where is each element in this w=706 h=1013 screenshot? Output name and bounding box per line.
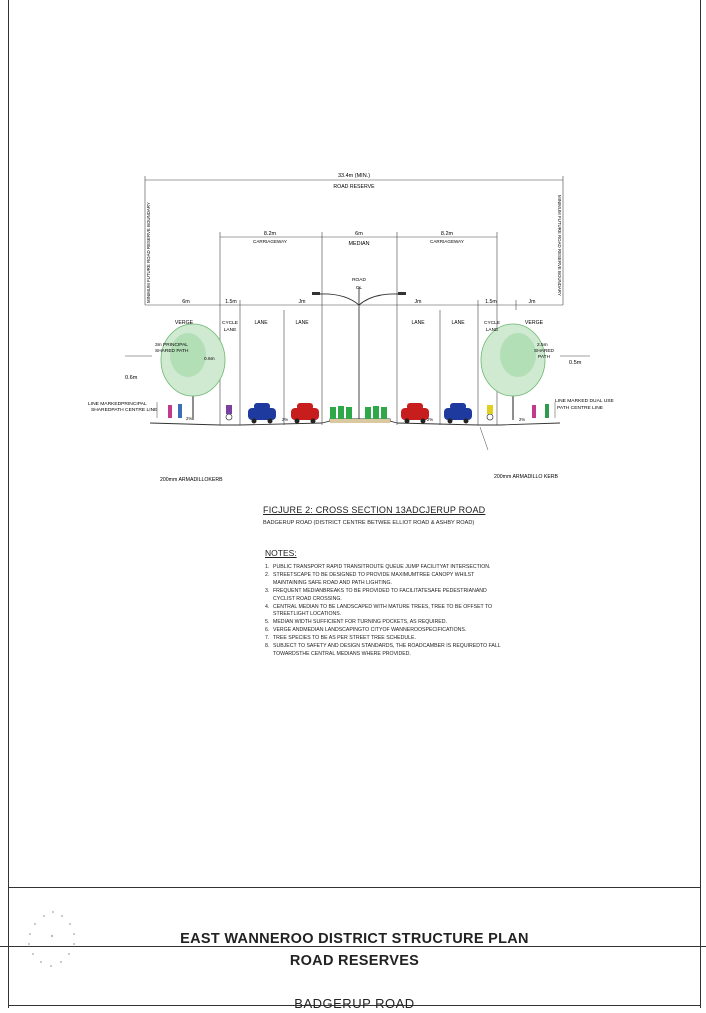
median-width: 6m [355, 231, 363, 237]
right-carriageway-width: 8.2m [441, 231, 454, 237]
title-block-divider [0, 946, 706, 947]
left-carriageway-width: 8.2m [264, 231, 277, 237]
council-logo [28, 911, 75, 967]
plan-subtitle: ROAD RESERVES [289, 953, 420, 969]
left-verge-label: VERGE [175, 320, 194, 326]
lane-label-2: LANE [295, 320, 309, 326]
left-lane-width: Jm [299, 299, 306, 305]
left-lamp-head [312, 292, 320, 295]
left-carriageway-surface [239, 422, 323, 426]
note-item: 7.TREE SPECIES TO BE AS PER STREET TREE … [265, 635, 416, 642]
median-shrubs [330, 406, 387, 419]
sheet-border-right [700, 0, 701, 1008]
lane-label-3: LANE [411, 320, 425, 326]
left-verge-surface [149, 422, 240, 426]
left-tree [160, 323, 226, 420]
title-block-border [8, 887, 701, 888]
left-boundary-label: MINIMUM FUTURE ROAD RESERVE BOUNDARY [146, 202, 151, 303]
median-label: MEDIAN [349, 241, 370, 247]
note-item: 3.FREQUENT MEDIANBREAKS TO BE PROVIDED T… [265, 587, 487, 602]
road-cross-section-diagram: 33.4m (MIN.) ROAD RESERVE 8.2m CARRIAGEW… [88, 173, 615, 483]
car-2 [291, 403, 319, 424]
left-line-note-1: LINE MARKEDPRINCIPAL [88, 401, 147, 407]
left-cycle-lane-label: LANE [224, 327, 237, 333]
right-lamp-head [398, 292, 406, 295]
road-reserve-label: ROAD RESERVE [333, 184, 375, 190]
left-fall-pct: 2% [186, 416, 192, 421]
sheet-border-left [8, 0, 9, 1008]
right-cycle-width: 1.5m [485, 299, 497, 305]
right-path-note-3: PATH [538, 354, 551, 360]
right-tree [480, 323, 546, 420]
right-cycle-lane-label: LANE [486, 327, 499, 333]
road-centreline-label: ROAD [352, 277, 366, 283]
right-boundary-label: MINIMUM FUTURE ROAD RESERVE BOUNDARY [557, 195, 562, 296]
right-verge-width: Jm [529, 299, 536, 305]
left-line-note-2: SHAREDPATH CENTRE LINE [91, 407, 158, 413]
median-landscape-bed [330, 419, 390, 423]
figure-subtitle: BADGERUP ROAD (DISTRICT CENTRE BETWEE EL… [263, 520, 475, 526]
right-line-note-1: LINE MARKED DUAL USE [555, 398, 615, 404]
right-verge-label: VERGE [525, 320, 544, 326]
right-cycle-label: CYCLE [484, 320, 500, 326]
figure-title: FICJURE 2: CROSS SECTION 13ADCJERUP ROAD [263, 505, 486, 515]
car-3 [401, 403, 429, 424]
left-verge-width: 6m [182, 299, 190, 305]
right-carriageway-label: CARRIAGEWAY [430, 239, 464, 244]
note-item: 6.VERGE ANDMEDIAN LANDSCAPINGTO CITYOF W… [265, 627, 467, 634]
left-path-note-2: SHARED PATH [155, 348, 189, 354]
note-item: 8.SUBJECT TO SAFETY AND DESIGN STANDARDS… [265, 643, 501, 657]
note-item: 5.MEDIAN WIDTH SUFFICIENT FOR TURNING PO… [265, 619, 447, 626]
notes-heading: NOTES: [265, 548, 297, 558]
street-light [319, 287, 399, 419]
right-cyclist [486, 405, 494, 421]
lane-label-4: LANE [451, 320, 465, 326]
notes-list: 1.PUBLIC TRANSPORT RAPID TRANSITROUTE QU… [265, 564, 505, 659]
car-1 [248, 403, 276, 424]
note-item: 4.CENTRAL MEDIAN TO BE LANDSCAPED WITH M… [265, 603, 493, 618]
left-carriageway-label: CARRIAGEWAY [253, 239, 287, 244]
right-pedestrians [532, 404, 549, 418]
left-cyclist [225, 405, 233, 421]
plan-title: EAST WANNEROO DISTRICT STRUCTURE PLAN [180, 931, 529, 947]
left-path-note-1: 3m PRINCIPAL [155, 342, 188, 348]
right-road-fall-pct: 2% [427, 417, 433, 422]
right-lane-width: Jm [415, 299, 422, 305]
right-verge-surface [478, 422, 561, 426]
left-road-fall-pct: 2% [282, 417, 288, 422]
left-pedestrians [168, 404, 182, 418]
right-line-note-2: PATH CENTRE LINE [557, 405, 604, 411]
right-path-note-1: 2.5m [537, 342, 548, 348]
car-4 [444, 403, 472, 424]
right-offset: 0.5m [569, 360, 582, 366]
right-carriageway-surface [396, 422, 479, 426]
sheet-border-bottom [8, 1005, 701, 1006]
left-cycle-width: 1.5m [225, 299, 237, 305]
left-kerb-label: 200mm ARMADILLOKERB [160, 477, 223, 483]
centreline-label: CL [356, 285, 362, 291]
overall-width-label: 33.4m (MIN.) [338, 173, 370, 179]
right-kerb-label: 200mm ARMADILLO KERB [494, 474, 559, 480]
right-path-note-2: SHARED [534, 348, 555, 354]
right-fall-pct: 2% [519, 417, 525, 422]
note-item: 1.PUBLIC TRANSPORT RAPID TRANSITROUTE QU… [265, 564, 491, 570]
left-offset: 0.6m [125, 375, 138, 381]
left-path-width: 0.6m [204, 356, 215, 362]
note-item: 2.STREETSCAPE TO BE DESIGNED TO PROVIDE … [265, 571, 475, 586]
left-cycle-label: CYCLE [222, 320, 238, 326]
drawing-name: BADGERUP ROAD [294, 996, 415, 1011]
lane-label-1: LANE [254, 320, 268, 326]
